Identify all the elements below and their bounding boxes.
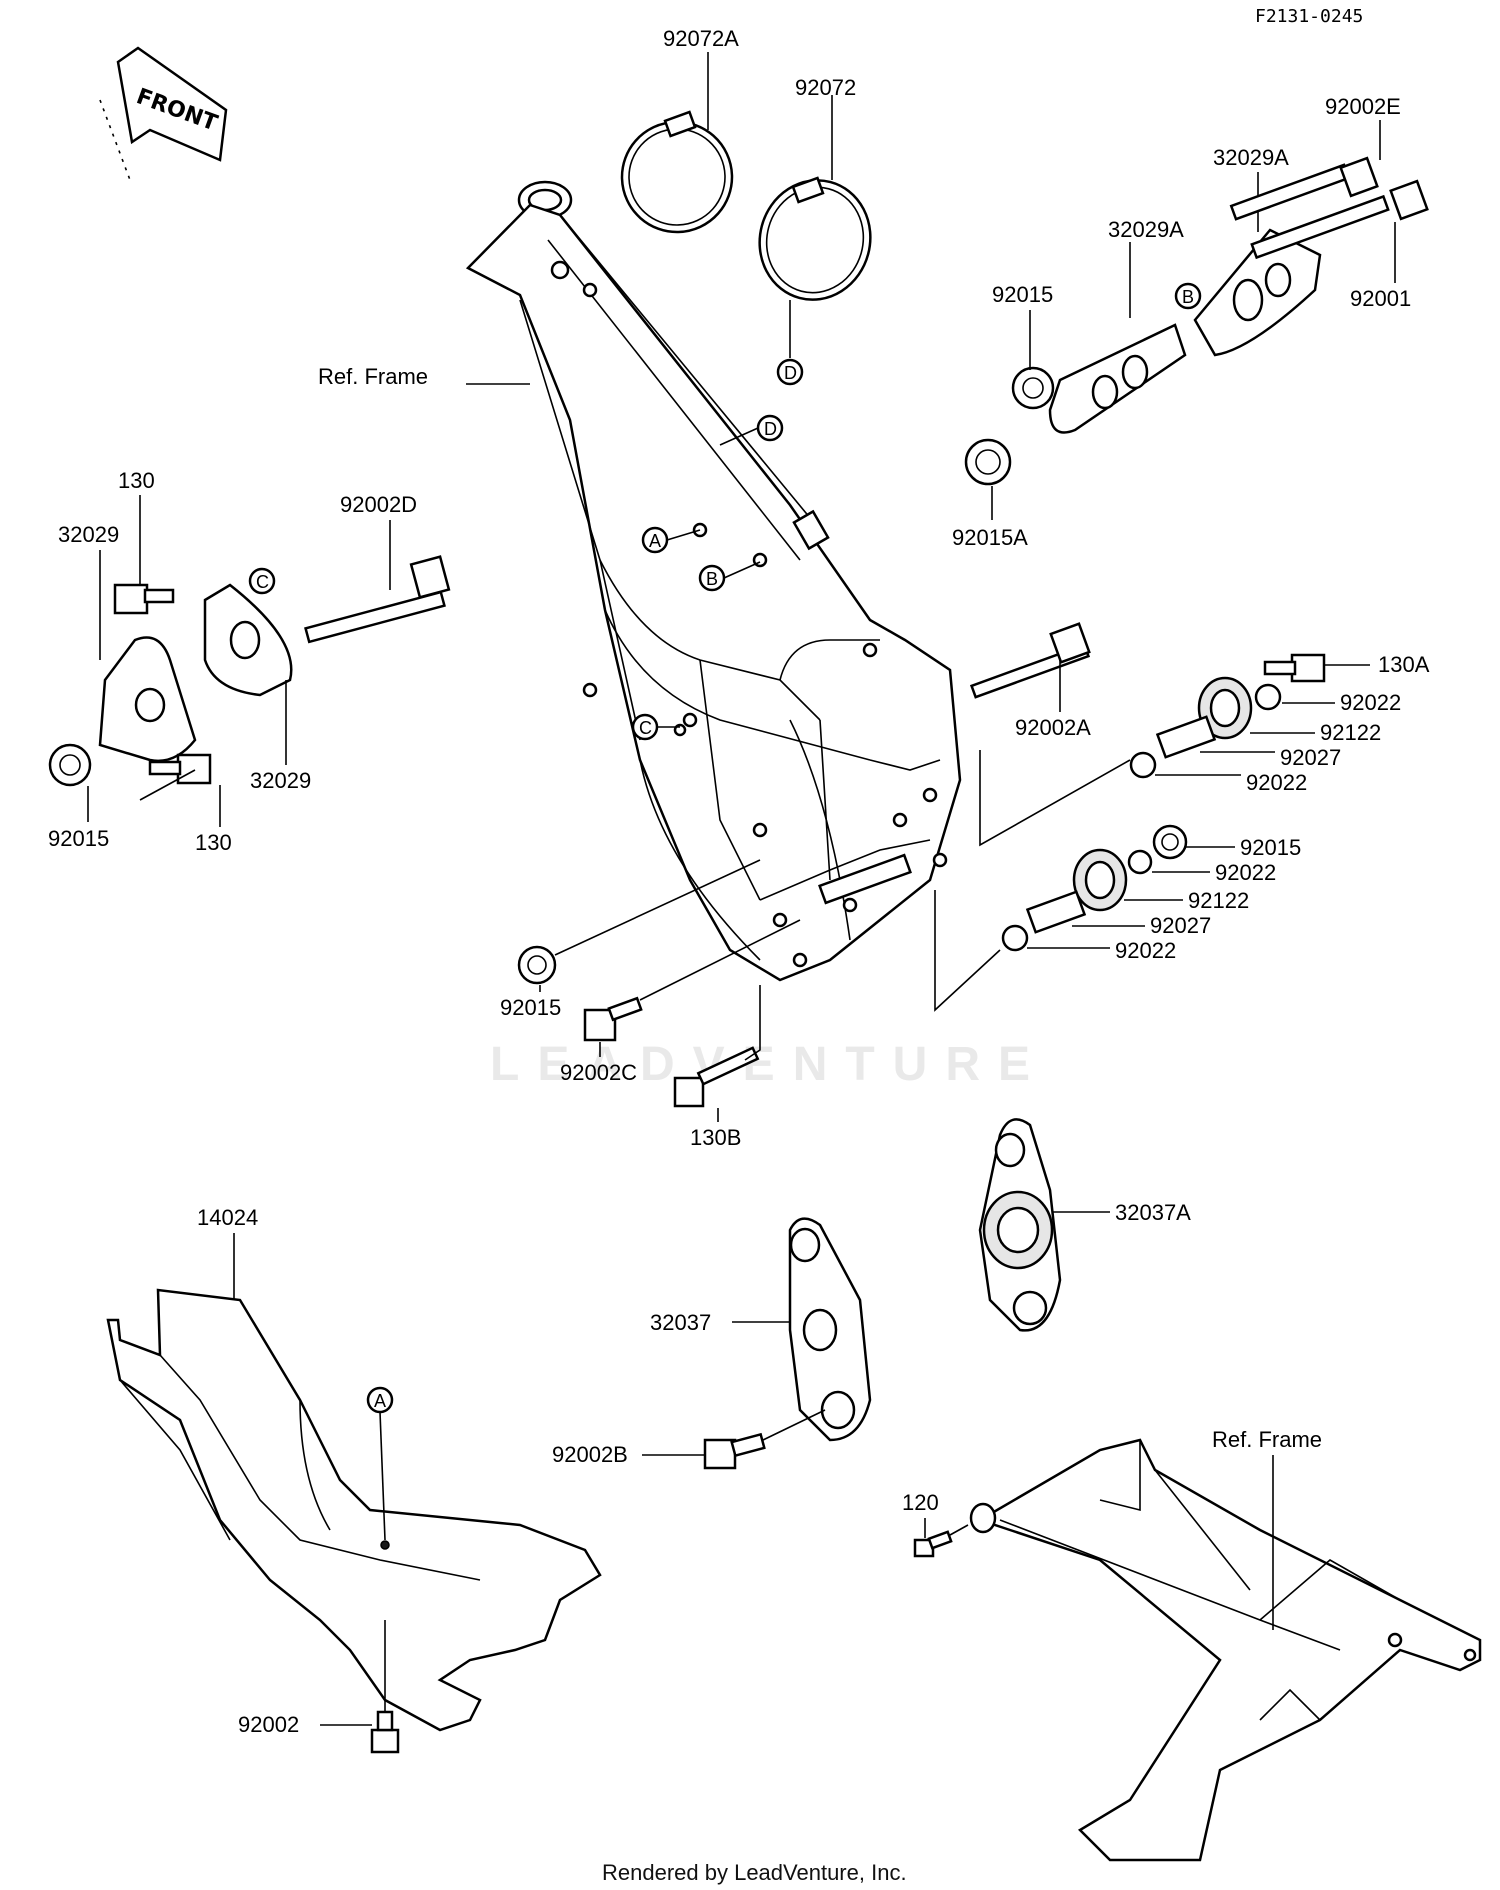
label-92015-left: 92015 [48,826,109,851]
bolt-92002C [583,996,643,1042]
bracket-32029-rear [203,583,293,697]
label-92122-2: 92122 [1188,888,1249,913]
label-92002D: 92002D [340,492,417,517]
band-92072 [758,176,872,301]
label-92002B: 92002B [552,1442,628,1467]
bolt-92002B [703,1432,766,1470]
collar-92027-1 [1155,715,1217,759]
label-32037A: 32037A [1115,1200,1191,1225]
skid-plate-14024 [106,1288,602,1732]
main-frame-drawing [465,180,962,982]
svg-text:D: D [784,363,797,383]
bolt-92002A [969,622,1091,699]
label-32029-b: 32029 [250,768,311,793]
washer-92022-3 [1127,849,1153,875]
bracket-32029-front [98,636,197,763]
label-130-a: 130 [118,468,155,493]
label-92027-2: 92027 [1150,913,1211,938]
washer-92022-2 [1129,751,1157,779]
footer-credit: Rendered by LeadVenture, Inc. [602,1860,907,1885]
front-arrow-icon: FRONT [99,46,228,181]
bolt-130-a [113,583,175,615]
label-92022-3: 92022 [1215,860,1276,885]
bracket-32029A-front [1048,323,1187,434]
label-92022-2: 92022 [1246,770,1307,795]
bolt-130A [1263,653,1326,683]
callout-C-1: C [631,713,659,741]
label-ref-frame-1: Ref. Frame [318,364,428,389]
label-32029A-2: 32029A [1213,145,1289,170]
band-92072A [620,110,734,234]
nut-92015A [964,438,1012,486]
callout-D-1: D [776,358,804,386]
label-92022-4: 92022 [1115,938,1176,963]
diagram-code: F2131-0245 [1255,6,1363,27]
label-92002A: 92002A [1015,715,1091,740]
callout-D-2: D [756,414,784,442]
label-130-b: 130 [195,830,232,855]
bushing-92122-2 [1072,848,1128,912]
label-92022-1: 92022 [1340,690,1401,715]
label-32029-a: 32029 [58,522,119,547]
link-32037 [788,1217,872,1442]
link-32037A [978,1118,1062,1332]
svg-text:A: A [649,531,661,551]
label-130B: 130B [690,1125,741,1150]
label-92122-1: 92122 [1320,720,1381,745]
callout-B-1: B [698,564,726,592]
label-92015-right: 92015 [992,282,1053,307]
collar-92027-2 [1025,890,1087,934]
bolt-130-b [148,753,212,785]
label-92015-bottom: 92015 [500,995,561,1020]
svg-text:B: B [706,569,718,589]
label-92002E: 92002E [1325,94,1401,119]
bolt-92002D [304,555,451,644]
callout-C-2: C [248,567,276,595]
label-92072A: 92072A [663,26,739,51]
bolt-120 [913,1530,953,1558]
label-92002C: 92002C [560,1060,637,1085]
svg-text:D: D [764,419,777,439]
label-32029A-1: 32029A [1108,217,1184,242]
callout-B-2: B [1174,282,1202,310]
callout-A-1: A [641,526,669,554]
bolt-92002 [370,1710,400,1754]
svg-text:B: B [1182,287,1194,307]
bracket-32029A-rear [1193,228,1322,357]
label-ref-frame-2: Ref. Frame [1212,1427,1322,1452]
label-130A: 130A [1378,652,1430,677]
label-92027-1: 92027 [1280,745,1341,770]
washer-92022-4 [1001,924,1029,952]
label-92002: 92002 [238,1712,299,1737]
label-14024: 14024 [197,1205,258,1230]
washer-92022-1 [1254,683,1282,711]
bolt-130B [673,1046,760,1108]
label-92072: 92072 [795,75,856,100]
label-92015A: 92015A [952,525,1028,550]
callout-A-2: A [366,1386,394,1414]
bolt-92002E [1229,156,1379,221]
nut-92015-left [48,743,92,787]
nut-92015-bottom [517,945,557,985]
nut-92015-middle [1152,824,1188,860]
label-92015-middle: 92015 [1240,835,1301,860]
svg-text:C: C [256,572,269,592]
rear-frame-drawing [969,1438,1482,1862]
bolt-92001 [1250,179,1429,260]
label-32037: 32037 [650,1310,711,1335]
bushing-92122-1 [1197,676,1253,740]
label-120: 120 [902,1490,939,1515]
svg-text:A: A [374,1391,386,1411]
svg-text:C: C [639,718,652,738]
nut-92015-right [1011,366,1055,410]
label-92001: 92001 [1350,286,1411,311]
